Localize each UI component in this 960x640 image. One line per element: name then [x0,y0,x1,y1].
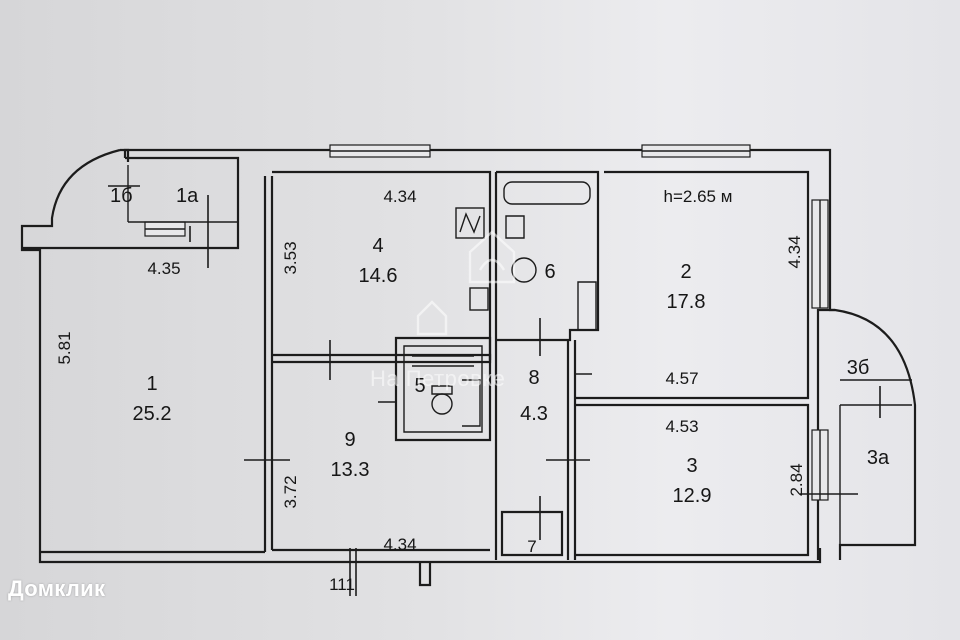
room-7-number: 7 [527,537,536,556]
dim-3-72: 3.72 [281,475,300,508]
toilet-icon [511,257,537,283]
section-mark: 111 [329,575,355,594]
room-9-number: 9 [344,429,355,451]
room-3-number: 3 [686,455,697,477]
dim-5-81: 5.81 [55,331,74,364]
room-1a-label: 1а [176,185,199,207]
windows [144,144,829,501]
bathtub-icon [503,181,591,205]
room-5-number: 5 [414,375,425,397]
room-3-area: 12.9 [673,485,712,507]
watermark-text: На Петровке [370,366,506,391]
loggia-1 [125,156,240,223]
room-8-area: 4.3 [520,403,548,425]
outer-walls [20,148,917,587]
room-2-number: 2 [680,261,691,283]
dim-4-34-top: 4.34 [383,187,416,206]
dimension-ticks [108,185,881,596]
room-2-area: 17.8 [667,291,706,313]
fixtures [412,181,597,427]
room-labels: 1б 1а 1 25.2 4 14.6 6 2 17.8 5 8 4.3 9 1… [110,185,890,556]
dim-2-84: 2.84 [787,463,806,496]
room-1b-label: 1б [110,185,133,207]
dim-3-53: 3.53 [281,241,300,274]
dimension-labels: 4.34 3.53 4.35 5.81 h=2.65 м 4.34 4.57 4… [55,187,806,594]
toilet-icon-5 [431,393,453,415]
brand-logo: Домклик [8,576,106,601]
room-8-number: 8 [528,367,539,389]
room-3a-label: 3а [867,447,890,469]
stove-icon [455,207,485,239]
room-4-number: 4 [372,235,383,257]
room-1-number: 1 [146,373,157,395]
room-4-area: 14.6 [359,265,398,287]
dim-4-34-bottom: 4.34 [383,535,416,554]
house-watermark-icon [416,230,516,336]
room-6-number: 6 [544,261,555,283]
room-3b-label: 3б [847,357,870,379]
room-9-area: 13.3 [331,459,370,481]
dim-4-53: 4.53 [665,417,698,436]
dim-4-57: 4.57 [665,369,698,388]
dim-4-35: 4.35 [147,259,180,278]
sink-icon [505,215,525,239]
room-1-area: 25.2 [133,403,172,425]
interior-walls [40,170,912,560]
dim-4-34-right: 4.34 [785,235,804,268]
ceiling-height: h=2.65 м [664,187,733,206]
